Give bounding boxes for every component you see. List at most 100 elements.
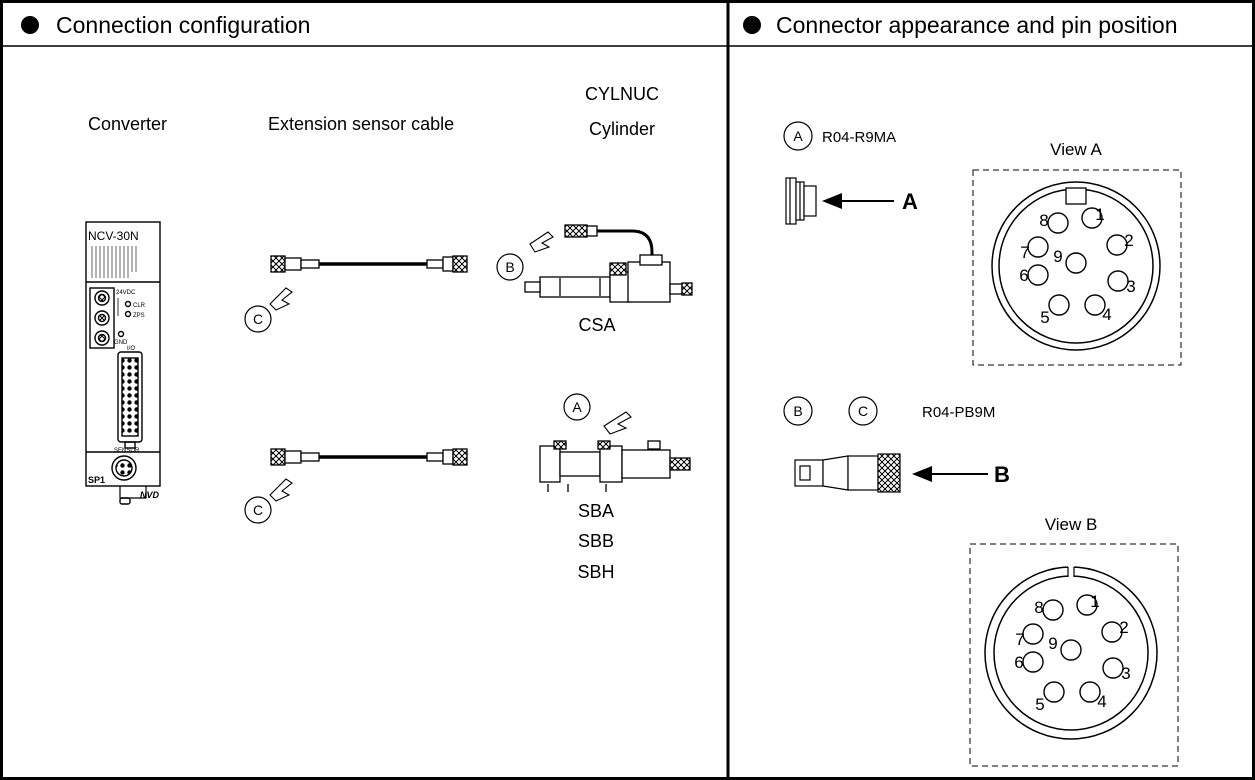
sb-model-3: SBH (577, 562, 614, 582)
view-b-pin-label-3: 3 (1121, 664, 1130, 683)
left-panel: Connection configuration Converter Exten… (21, 12, 693, 582)
clr-led (124, 300, 132, 308)
channel-label: SP1 (88, 475, 105, 485)
cylinder-label-line1: CYLNUC (585, 84, 659, 104)
extension-cable-bottom (270, 448, 468, 466)
sensor-label: SENSOR (114, 448, 140, 454)
view-b-pin-socket-6 (1022, 651, 1044, 673)
sb-marker: A (563, 393, 591, 421)
view-b-pin-socket-3 (1102, 657, 1124, 679)
converter-model: NCV-30N (88, 229, 139, 243)
view-a-pin-socket-3 (1107, 270, 1129, 292)
connector-b-part: R04-PB9M (922, 404, 995, 421)
cylinder-label-line2: Cylinder (589, 119, 655, 139)
view-a-box (972, 169, 1182, 366)
view-a-pin-socket-5 (1048, 294, 1070, 316)
svg-text:C: C (858, 403, 868, 419)
view-a-pin-socket-8 (1047, 212, 1069, 234)
view-b-pin-label-6: 6 (1014, 653, 1023, 672)
view-a-pin-label-3: 3 (1126, 277, 1135, 296)
brand-logo: NVD (140, 490, 160, 500)
left-panel-title: Connection configuration (56, 12, 310, 38)
view-a-pin-label-8: 8 (1039, 211, 1048, 230)
connector-b-marker: B (783, 396, 813, 426)
view-a-pin-socket-9 (1065, 252, 1087, 274)
arrow-b-letter: B (994, 462, 1010, 487)
sb-cylinder (539, 440, 691, 492)
view-b-pin-label-8: 8 (1034, 598, 1043, 617)
zps-label: ZPS (133, 313, 145, 319)
view-b-pin-label-5: 5 (1035, 695, 1044, 714)
view-b-pin-socket-5 (1043, 681, 1065, 703)
gnd-label: GND (114, 340, 128, 346)
view-b-pin-socket-2 (1101, 621, 1123, 643)
io-label: I/O (127, 346, 135, 352)
bullet-icon (743, 16, 761, 34)
view-a-pin-socket-7 (1027, 236, 1049, 258)
right-panel: Connector appearance and pin position A … (743, 12, 1182, 767)
cable-marker-top: C (244, 305, 272, 333)
pointing-hand-icon (269, 287, 293, 311)
view-b-pin-diagram: 1 2 34 5 6 789 (984, 565, 1158, 740)
power-label: 24VDC (116, 290, 136, 296)
view-b-box (969, 543, 1179, 767)
view-a-pin-label-2: 2 (1124, 231, 1133, 250)
cable-marker-bottom: C (244, 496, 272, 524)
view-a-pin-socket-6 (1027, 264, 1049, 286)
cable-label: Extension sensor cable (268, 114, 454, 134)
csa-cylinder (524, 224, 693, 303)
view-a-pin-socket-1 (1081, 207, 1103, 229)
arrow-b-icon (912, 466, 988, 482)
view-a-pin-label-5: 5 (1040, 308, 1049, 327)
view-a-pin-socket-2 (1106, 234, 1128, 256)
clr-label: CLR (133, 303, 146, 309)
view-b-pin-label-2: 2 (1119, 618, 1128, 637)
svg-text:A: A (793, 128, 803, 144)
view-a-pin-label-6: 6 (1019, 266, 1028, 285)
csa-marker: B (496, 253, 524, 281)
svg-text:B: B (793, 403, 802, 419)
connector-a-marker: A (783, 121, 813, 151)
view-b-pin-socket-8 (1042, 599, 1064, 621)
arrow-a-icon (822, 193, 894, 209)
view-a-pin-label-4: 4 (1102, 305, 1111, 324)
view-b-pin-socket-9 (1060, 639, 1082, 661)
sensor-port-icon (111, 455, 137, 481)
view-a-pin-socket-4 (1084, 294, 1106, 316)
svg-text:B: B (505, 259, 514, 275)
view-b-pin-label-1: 1 (1090, 592, 1099, 611)
svg-text:C: C (253, 311, 263, 327)
view-a-label: View A (1050, 140, 1102, 159)
view-b-pin-socket-1 (1076, 594, 1098, 616)
view-b-pin-label-7: 7 (1015, 630, 1024, 649)
view-a-pin-label-1: 1 (1095, 205, 1104, 224)
converter-label: Converter (88, 114, 167, 134)
connector-a-icon (785, 177, 817, 225)
bullet-icon (21, 16, 39, 34)
csa-model-label: CSA (578, 315, 615, 335)
connector-c-marker: C (848, 396, 878, 426)
zps-led (124, 310, 132, 318)
pointing-hand-icon (603, 411, 632, 435)
right-panel-title: Connector appearance and pin position (776, 12, 1178, 38)
view-b-pin-socket-7 (1022, 623, 1044, 645)
view-a-pin-label-7: 7 (1020, 243, 1029, 262)
extension-cable-top (270, 255, 468, 273)
svg-text:A: A (572, 399, 582, 415)
pointing-hand-icon (269, 478, 293, 502)
sb-model-1: SBA (578, 501, 614, 521)
view-b-pin-socket-4 (1079, 681, 1101, 703)
converter-device: NCV-30N 24VDC CLR ZPS GND (85, 221, 161, 505)
svg-text:C: C (253, 502, 263, 518)
view-b-label: View B (1045, 515, 1098, 534)
view-b-pin-label-9: 9 (1048, 634, 1057, 653)
sb-model-2: SBB (578, 531, 614, 551)
arrow-a-letter: A (902, 189, 918, 214)
connector-a-part: R04-R9MA (822, 129, 896, 146)
connector-b-icon (794, 453, 901, 493)
pointing-hand-icon (529, 231, 554, 253)
view-b-pin-label-4: 4 (1097, 692, 1106, 711)
